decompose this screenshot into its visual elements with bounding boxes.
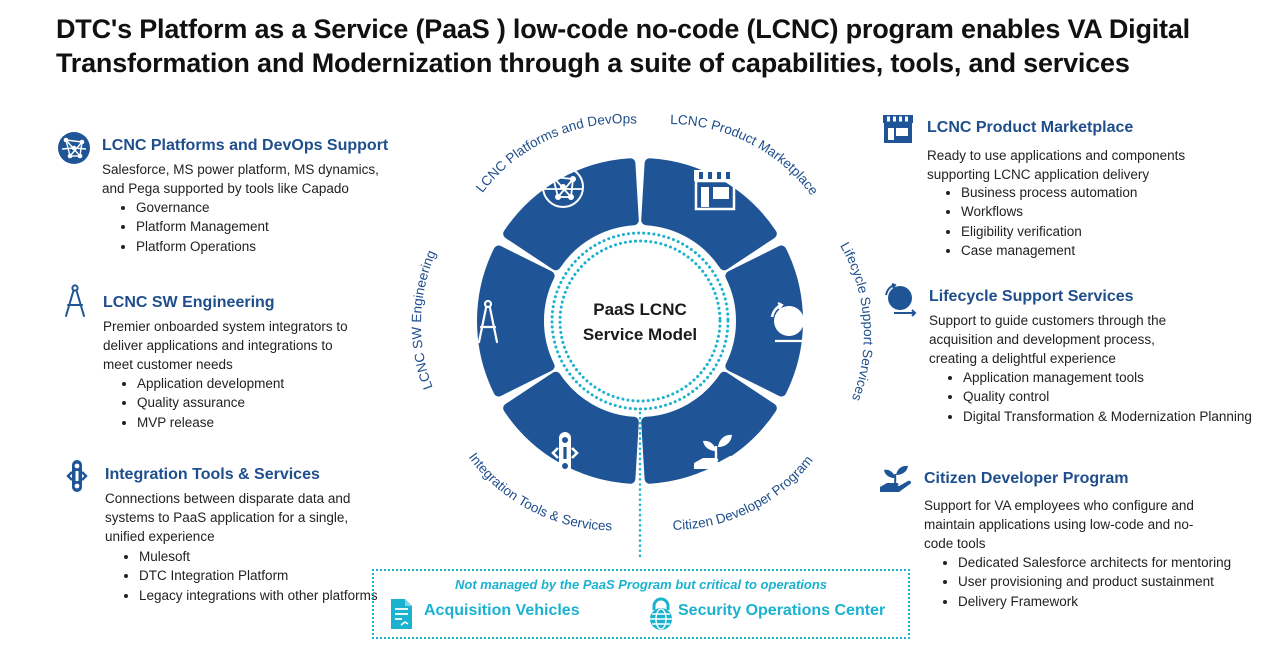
section-heading: Integration Tools & Services — [105, 466, 320, 483]
section-citizen: Citizen Developer Program Support for VA… — [877, 460, 1272, 635]
plant-hand-icon — [694, 434, 734, 469]
list-item: Governance — [136, 198, 269, 217]
list-item: Platform Operations — [136, 237, 269, 256]
integration-icon — [66, 460, 88, 492]
center-title-line-1: PaaS LCNC — [593, 300, 687, 319]
title-line-2: Transformation and Modernization through… — [56, 48, 1130, 78]
center-ring-outer — [550, 231, 730, 411]
list-item: DTC Integration Platform — [139, 566, 389, 585]
store-icon — [694, 170, 736, 211]
lock-globe-icon — [650, 597, 672, 630]
section-desc: Salesforce, MS power platform, MS dynami… — [102, 162, 379, 196]
wheel-segment-engineering — [477, 245, 555, 397]
wheel-segment-platforms — [503, 158, 639, 271]
list-item: Case management — [961, 241, 1137, 260]
section-heading: LCNC SW Engineering — [103, 294, 275, 311]
not-managed-box: Not managed by the PaaS Program but crit… — [372, 569, 910, 639]
center-title-line-2: Service Model — [583, 325, 697, 344]
integration-icon — [551, 432, 579, 474]
center-ring-inner — [558, 239, 722, 403]
list-item: Digital Transformation & Modernization P… — [963, 407, 1263, 426]
list-item: Eligibility verification — [961, 222, 1137, 241]
not-managed-note: Not managed by the PaaS Program but crit… — [454, 577, 828, 592]
list-item: Mulesoft — [139, 547, 389, 566]
list-item: Quality assurance — [137, 393, 284, 412]
list-item: Dedicated Salesforce architects for ment… — [958, 553, 1258, 572]
list-item: Workflows — [961, 202, 1137, 221]
section-bullets: Application management tools Quality con… — [929, 368, 1263, 426]
list-item: Platform Management — [136, 217, 269, 236]
title-line-1: DTC's Platform as a Service (PaaS ) low-… — [56, 14, 1190, 44]
wheel-label-engineering: LCNC SW Engineering — [409, 248, 439, 392]
wheel-segment-marketplace — [641, 158, 777, 271]
section-desc: Premier onboarded system integrators to … — [103, 319, 348, 372]
service-model-wheel: PaaS LCNC Service Model LCNC Platforms a… — [409, 111, 876, 558]
plant-hand-icon — [880, 465, 912, 492]
section-platforms: LCNC Platforms and DevOps Support Salesf… — [56, 130, 416, 260]
section-desc: Support to guide customers through the a… — [929, 313, 1167, 366]
security-operations-center-label: Security Operations Center — [678, 602, 886, 619]
section-bullets: Governance Platform Management Platform … — [102, 198, 269, 256]
section-heading: Lifecycle Support Services — [929, 288, 1134, 305]
section-heading: Citizen Developer Program — [924, 470, 1129, 487]
list-item: Application development — [137, 374, 284, 393]
network-globe-icon — [58, 132, 90, 164]
section-desc: Support for VA employees who configure a… — [924, 498, 1194, 551]
cycle-icon — [770, 302, 809, 346]
list-item: Application management tools — [963, 368, 1263, 387]
list-item: Delivery Framework — [958, 592, 1258, 611]
section-bullets: Business process automation Workflows El… — [927, 183, 1137, 260]
list-item: Quality control — [963, 387, 1263, 406]
store-icon — [883, 115, 913, 143]
wheel-segment-integration — [503, 371, 639, 484]
document-icon — [391, 599, 412, 629]
wheel-segment-citizen — [641, 371, 777, 484]
compass-icon — [65, 284, 85, 317]
list-item: Legacy integrations with other platforms — [139, 586, 389, 605]
wheel-segment-lifecycle — [725, 245, 803, 397]
compass-icon — [477, 299, 499, 344]
list-item: Business process automation — [961, 183, 1137, 202]
section-engineering: LCNC SW Engineering Premier onboarded sy… — [56, 284, 416, 436]
network-globe-icon — [542, 166, 584, 208]
page-title: DTC's Platform as a Service (PaaS ) low-… — [56, 12, 1256, 80]
cycle-icon — [885, 283, 917, 317]
acquisition-vehicles-label: Acquisition Vehicles — [424, 602, 580, 619]
section-desc: Ready to use applications and components… — [927, 148, 1186, 182]
section-marketplace: LCNC Product Marketplace Ready to use ap… — [880, 111, 1270, 261]
list-item: User provisioning and product sustainmen… — [958, 572, 1258, 591]
section-heading: LCNC Platforms and DevOps Support — [102, 137, 389, 154]
wheel-label-lifecycle: Lifecycle Support Services — [837, 240, 876, 404]
section-desc: Connections between disparate data and s… — [105, 491, 351, 544]
section-bullets: Dedicated Salesforce architects for ment… — [924, 553, 1258, 611]
section-bullets: Application development Quality assuranc… — [103, 374, 284, 432]
list-item: MVP release — [137, 413, 284, 432]
section-heading: LCNC Product Marketplace — [927, 119, 1134, 136]
section-lifecycle: Lifecycle Support Services Support to gu… — [882, 281, 1272, 451]
section-integration: Integration Tools & Services Connections… — [58, 458, 418, 628]
section-bullets: Mulesoft DTC Integration Platform Legacy… — [105, 547, 389, 605]
